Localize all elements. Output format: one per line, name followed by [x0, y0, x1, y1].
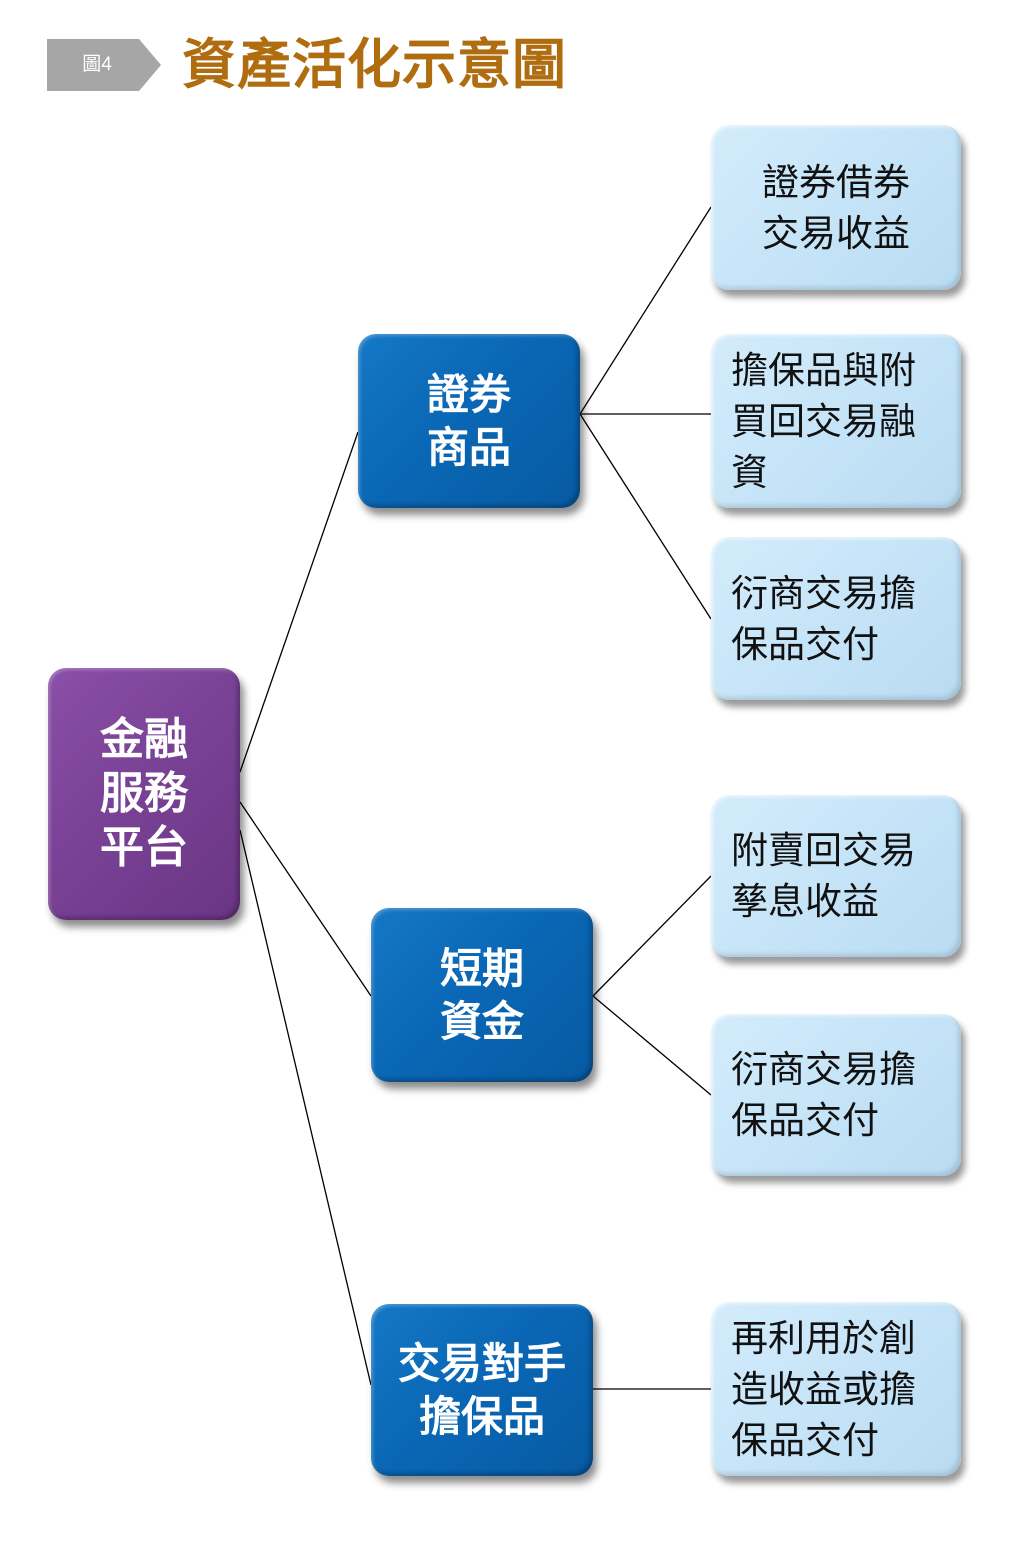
leaf-node-label: 證券借券 交易收益 [762, 160, 910, 255]
branch-node-label: 短期 資金 [439, 944, 524, 1046]
tag-arrow-shape [47, 39, 161, 91]
leaf-node-derivatives-collateral-delivery: 衍商交易擔 保品交付 [711, 537, 961, 700]
connector-funds-to-derivatives-collateral [592, 995, 712, 1096]
figure-number-label: 圖4 [82, 54, 112, 75]
leaf-node-reverse-repo-interest-income: 附賣回交易 孳息收益 [711, 795, 961, 957]
figure-title: 資產活化示意圖 [182, 32, 567, 96]
connector-root-to-counterparty-collateral [239, 829, 372, 1386]
leaf-node-collateral-repo-financing: 擔保品與附 買回交易融 資 [711, 334, 961, 508]
branch-node-short-term-funds: 短期 資金 [371, 908, 593, 1082]
connector-securities-to-lending [579, 206, 712, 415]
root-node-label: 金融 服務 平台 [100, 714, 188, 873]
leaf-node-label: 再利用於創 造收益或擔 保品交付 [731, 1316, 916, 1462]
leaf-node-securities-lending-income: 證券借券 交易收益 [711, 125, 961, 290]
connector-securities-to-derivatives-collateral [579, 413, 712, 620]
leaf-node-label: 附賣回交易 孳息收益 [731, 829, 916, 923]
leaf-node-label: 衍商交易擔 保品交付 [731, 571, 916, 666]
branch-node-label: 交易對手 擔保品 [397, 1339, 566, 1441]
connector-funds-to-reverse-repo [592, 875, 712, 997]
root-node-financial-service-platform: 金融 服務 平台 [48, 668, 240, 920]
leaf-node-label: 擔保品與附 買回交易融 資 [731, 348, 916, 494]
branch-node-securities: 證券 商品 [358, 334, 580, 508]
leaf-node-derivatives-collateral-delivery-2: 衍商交易擔 保品交付 [711, 1014, 961, 1176]
connector-root-to-securities [239, 431, 359, 773]
figure-number-tag: 圖4 [47, 39, 161, 91]
branch-node-label: 證券 商品 [426, 370, 511, 472]
branch-node-counterparty-collateral: 交易對手 擔保品 [371, 1304, 593, 1476]
leaf-node-reuse-for-income-or-collateral: 再利用於創 造收益或擔 保品交付 [711, 1302, 961, 1476]
connector-root-to-short-term-funds [239, 801, 372, 997]
leaf-node-label: 衍商交易擔 保品交付 [731, 1048, 916, 1142]
